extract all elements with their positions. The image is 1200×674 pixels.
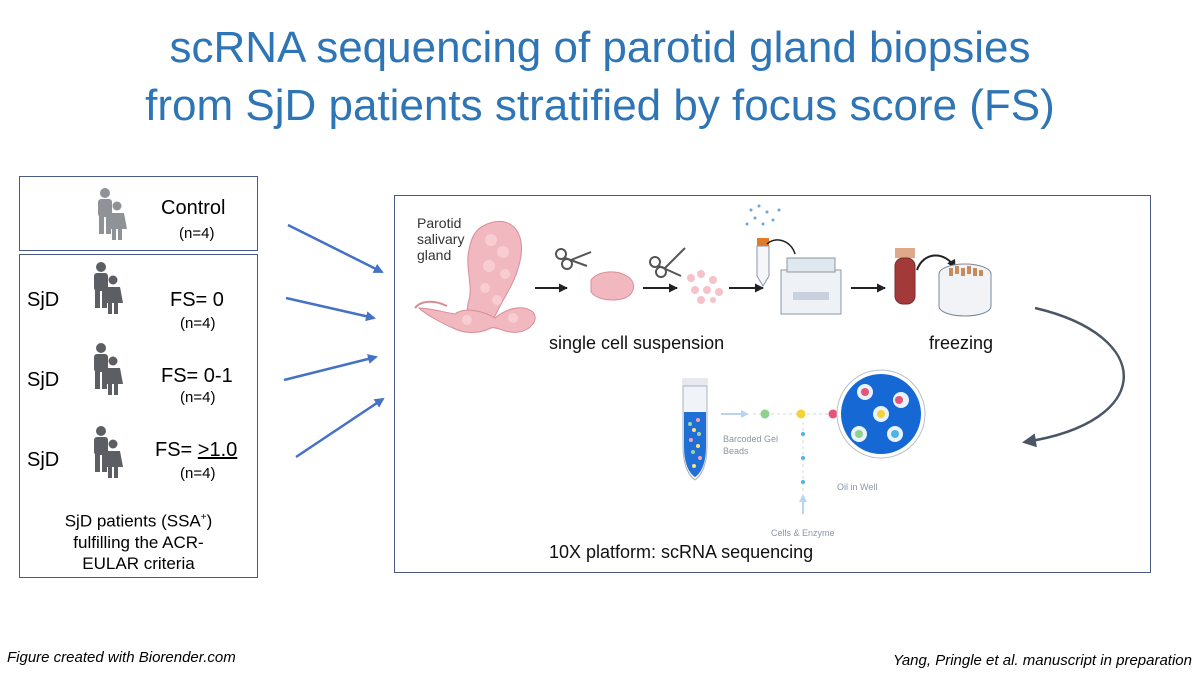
platform-label: 10X platform: scRNA sequencing <box>549 542 813 562</box>
people-icon <box>94 262 123 314</box>
minced-tissue-icon <box>687 270 723 304</box>
barcoded-label-line-1: Barcoded Gel <box>723 434 778 444</box>
fs-n: (n=4) <box>180 389 216 406</box>
fs-n: (n=4) <box>180 465 216 482</box>
single-cell-label: single cell suspension <box>549 333 724 353</box>
fs-label: FS= >1.0 <box>155 439 237 462</box>
sjd-tag: SjD <box>27 369 60 391</box>
fs-prefix: FS= <box>155 439 198 461</box>
people-icon <box>94 343 123 395</box>
enzyme-particles-icon <box>745 204 781 226</box>
workflow-illustration: Parotid salivary gland single cell suspe… <box>414 204 1125 562</box>
fs-label: FS= 0-1 <box>161 365 233 387</box>
fs-n: (n=4) <box>180 315 216 332</box>
arrow-control <box>287 223 384 274</box>
fs-threshold: >1.0 <box>197 439 238 461</box>
gel-bead-tube-icon <box>682 378 708 481</box>
slide-title-line-1: scRNA sequencing of parotid gland biopsi… <box>169 23 1031 72</box>
microfluidic-channel <box>753 409 847 506</box>
tissue-label-line-1: Parotid <box>417 215 461 231</box>
incubator-icon <box>780 257 842 315</box>
sjd-tag: SjD <box>27 289 60 311</box>
curved-arrow <box>1022 306 1125 448</box>
transfer-arrow <box>916 254 956 271</box>
arrow-fs-ge1 <box>295 397 385 459</box>
barcoded-label-line-2: Beads <box>723 446 749 456</box>
freezing-container-icon <box>938 263 992 317</box>
sjd-tag: SjD <box>27 449 60 471</box>
control-label: Control <box>161 197 226 219</box>
transfer-arrow <box>766 239 796 255</box>
tissue-icon <box>590 271 634 301</box>
oil-label: Oil in Well <box>837 482 877 492</box>
control-n: (n=4) <box>179 225 215 242</box>
workflow-box: Parotid salivary gland single cell suspe… <box>394 195 1151 573</box>
scissors-icon <box>555 248 592 270</box>
arrow-fs0 <box>285 296 376 322</box>
tissue-label-line-2: salivary <box>417 231 464 247</box>
arrow-fs0-1 <box>283 354 378 382</box>
tissue-label-line-3: gland <box>417 247 451 263</box>
criteria-line-1-text: SjD patients (SSA <box>64 511 201 531</box>
cryovial-icon <box>894 248 916 305</box>
criteria-line-1: SjD patients (SSA+) <box>20 507 257 532</box>
criteria-line-1-close: ) <box>206 511 213 531</box>
footer-citation: Yang, Pringle et al. manuscript in prepa… <box>892 652 1192 669</box>
dissociation-tube-icon <box>756 238 770 287</box>
inclusion-criteria: SjD patients (SSA+) fulfilling the ACR- … <box>20 507 257 574</box>
sjd-group-box: SjD FS= 0 (n=4) SjD <box>19 254 258 578</box>
criteria-superscript: + <box>200 512 207 523</box>
people-icon <box>98 188 127 240</box>
people-icon <box>94 426 123 478</box>
parotid-gland-icon <box>414 220 536 333</box>
oil-well-icon <box>836 369 926 459</box>
fs-label: FS= 0 <box>170 289 224 311</box>
scissors-icon <box>649 247 686 278</box>
freezing-label: freezing <box>929 333 993 353</box>
cells-label: Cells & Enzyme <box>771 528 835 538</box>
criteria-line-3: EULAR criteria <box>82 553 195 573</box>
criteria-line-2: fulfilling the ACR- <box>73 532 204 552</box>
footer-credit: Figure created with Biorender.com <box>7 649 236 666</box>
slide-title-line-2: from SjD patients stratified by focus sc… <box>145 81 1055 130</box>
control-group-box: Control (n=4) <box>19 176 258 251</box>
